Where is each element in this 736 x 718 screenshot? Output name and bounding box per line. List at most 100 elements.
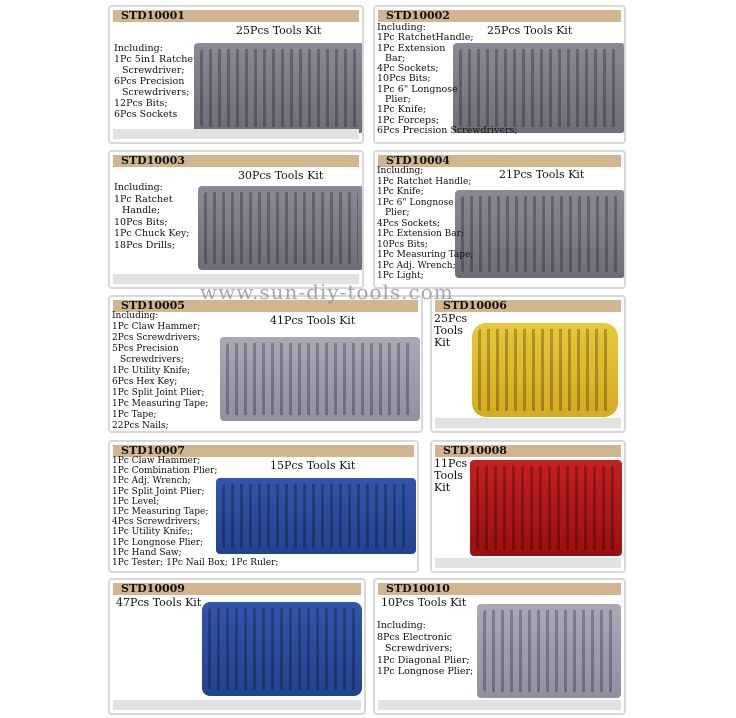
item: 4Pc Sockets; (377, 63, 439, 75)
product-image (455, 190, 624, 278)
product-code: STD10005 (113, 300, 418, 312)
item: 10Pcs Bits; (377, 239, 428, 250)
product-image (472, 323, 618, 417)
item: 1Pc Extension Bar; (377, 229, 464, 239)
item: 1Pc Tester; 1Pc Nail Box; 1Pc Ruler; (112, 558, 279, 569)
product-title: 47Pcs Tools Kit (116, 596, 202, 609)
item: Including: (112, 311, 159, 321)
item: 1Pc 6" Longnose (377, 83, 458, 95)
item: 18Pcs Drills; (114, 239, 176, 251)
item: Bar; (385, 52, 406, 64)
item: 1Pc Tape; (112, 410, 157, 420)
product-code: STD10002 (378, 10, 621, 22)
item: 1Pc 6" Longnose (377, 197, 454, 208)
product-card-std10007[interactable]: STD10007 15Pcs Tools Kit 1Pc Claw Hammer… (108, 440, 419, 573)
item: 1Pc Adj. Wrench; (377, 260, 456, 271)
item: 6Pcs Sockets (114, 109, 178, 120)
product-image (194, 43, 362, 133)
footer-bar (435, 558, 621, 568)
product-image (202, 602, 362, 696)
item: Screwdrivers; (122, 87, 190, 98)
product-card-std10001[interactable]: STD10001 25Pcs Tools Kit Including: 1Pc … (108, 5, 364, 144)
item: 12Pcs Bits; (114, 98, 168, 109)
product-image (470, 460, 622, 556)
product-code: STD10006 (435, 300, 621, 312)
product-card-std10006[interactable]: STD10006 25Pcs Tools Kit (430, 295, 626, 433)
item: 1Pc Hand Saw; (112, 547, 182, 558)
item: 1Pc Ratchet Handle; (377, 176, 472, 187)
item: 1Pc 5in1 Ratchet (114, 54, 197, 65)
product-card-std10009[interactable]: STD10009 47Pcs Tools Kit (108, 578, 366, 715)
item-list: Including: 8Pcs Electronic Screwdrivers;… (377, 620, 473, 678)
item: 1Pc Longnose Plier; (112, 537, 204, 548)
item: 1Pc Claw Hammer; (112, 456, 201, 466)
item: 22Pcs Nails; (112, 421, 169, 431)
item: 1Pc Split Joint Plier; (112, 486, 205, 497)
item: 1Pc Chuck Key; (114, 228, 190, 239)
product-image (198, 186, 362, 270)
product-card-std10008[interactable]: STD10008 11Pcs Tools Kit (430, 440, 626, 573)
item: 1Pc Knife; (377, 187, 424, 197)
item: 1Pc Extension (377, 42, 446, 54)
footer-bar (435, 418, 621, 428)
item: 1Pc Measuring Tape; (112, 399, 209, 409)
product-image (216, 478, 416, 554)
footer-bar (113, 129, 359, 139)
product-title: 15Pcs Tools Kit (270, 459, 356, 472)
product-card-std10002[interactable]: STD10002 25Pcs Tools Kit Including: 1Pc … (373, 5, 626, 144)
item: 6Pcs Hex Key; (112, 377, 178, 387)
item: 1Pc Forceps; (377, 114, 440, 126)
item: 1Pc Utility Knife; (112, 366, 191, 376)
item: Including: (114, 43, 163, 54)
product-image (477, 604, 621, 698)
product-card-std10005[interactable]: STD10005 41Pcs Tools Kit Including: 1Pc … (108, 295, 423, 433)
item-list: Including: 1Pc 5in1 Ratchet Screwdriver;… (114, 43, 197, 120)
item-list: Including; 1Pc Ratchet Handle; 1Pc Knife… (377, 166, 473, 282)
item: 1Pc Diagonal Plier; (377, 654, 470, 666)
product-card-std10010[interactable]: STD10010 10Pcs Tools Kit Including: 8Pcs… (373, 578, 626, 715)
product-code: STD10008 (435, 445, 621, 457)
item-list: Including: 1Pc Ratchet Handle; 10Pcs Bit… (114, 182, 189, 251)
product-title: 21Pcs Tools Kit (499, 168, 585, 181)
item: 10Pcs Bits; (114, 216, 168, 228)
item: Handle; (122, 205, 161, 216)
item: 1Pc Level; (112, 496, 160, 507)
item: 1Pc Light; (377, 271, 424, 281)
item-list: Including: 1Pc RatchetHandle; 1Pc Extens… (377, 22, 518, 136)
item: Screwdriver; (122, 65, 185, 76)
item: 1Pc Adj. Wrench; (112, 476, 191, 487)
footer-bar (378, 700, 621, 710)
product-title: 25Pcs Tools Kit (236, 24, 322, 37)
product-code: STD10003 (113, 155, 359, 167)
product-code: STD10007 (113, 445, 414, 457)
item-list: Including: 1Pc Claw Hammer; 2Pcs Screwdr… (112, 311, 209, 431)
item: Including: (377, 620, 426, 631)
item-list: 1Pc Claw Hammer; 1Pc Combination Plier; … (112, 456, 278, 568)
product-code: STD10010 (378, 583, 621, 595)
item: Screwdrivers; (120, 355, 184, 365)
product-image (220, 337, 420, 421)
item: 1Pc Measuring Tape; (112, 507, 209, 518)
item: 1Pc Claw Hammer; (112, 322, 201, 332)
product-title: 10Pcs Tools Kit (381, 596, 467, 609)
item: Plier; (385, 208, 410, 218)
product-card-std10003[interactable]: STD10003 30Pcs Tools Kit Including: 1Pc … (108, 150, 364, 289)
product-code: STD10004 (378, 155, 621, 167)
product-title: 25Pcs Tools Kit (434, 312, 468, 349)
item: 6Pcs Precision Screwdrivers; (377, 124, 518, 136)
item: Including: (114, 182, 163, 193)
item: Plier; (385, 94, 411, 106)
footer-bar (113, 700, 361, 710)
product-title: 11Pcs Tools Kit (434, 457, 468, 494)
product-title: 41Pcs Tools Kit (270, 314, 356, 327)
item: 8Pcs Electronic (377, 631, 453, 643)
item: 1Pc Knife; (377, 104, 427, 116)
item: 1Pc Ratchet (114, 193, 173, 205)
product-title: 25Pcs Tools Kit (487, 24, 573, 37)
product-title: 30Pcs Tools Kit (238, 169, 324, 182)
item: 1Pc Split Joint Plier; (112, 388, 205, 398)
item: 10Pcs Bits; (377, 73, 431, 85)
product-card-std10004[interactable]: STD10004 21Pcs Tools Kit Including; 1Pc … (373, 150, 626, 289)
footer-bar (113, 274, 359, 284)
item: Screwdrivers; (385, 643, 453, 654)
